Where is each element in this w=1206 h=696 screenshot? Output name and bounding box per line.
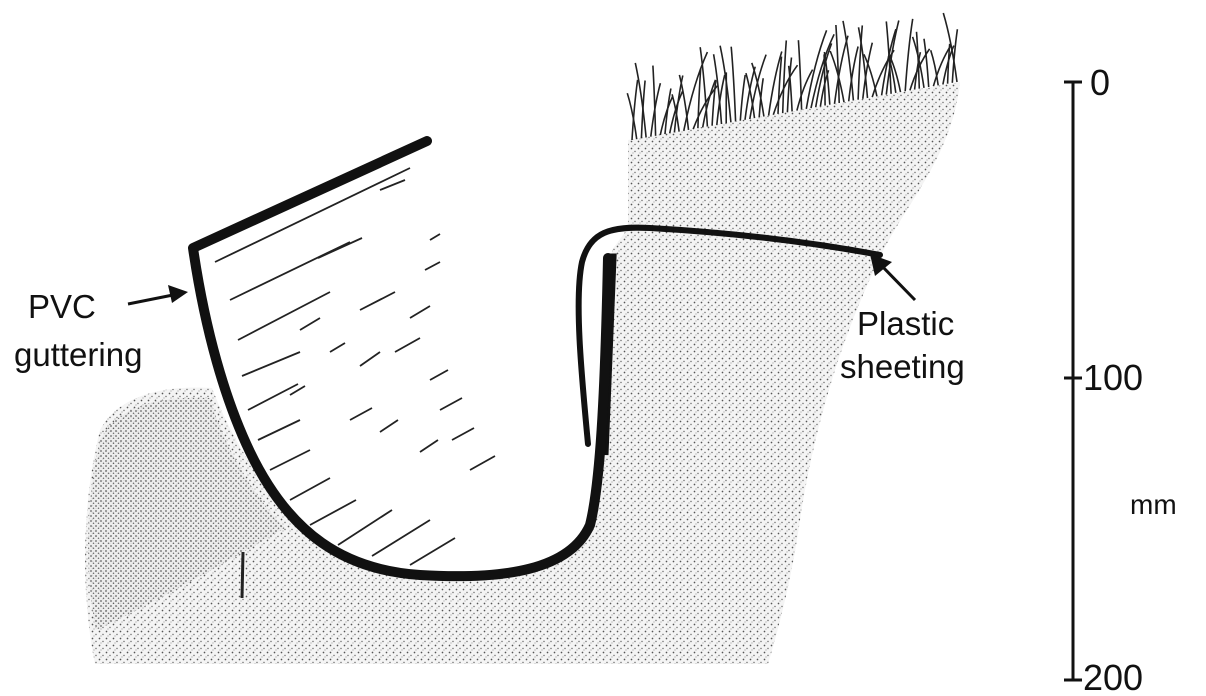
hatch-stroke: [360, 292, 395, 310]
hatch-stroke: [452, 428, 474, 440]
hatch-stroke: [410, 538, 455, 565]
hatch-stroke: [318, 238, 362, 258]
pvc-label-line1: PVC: [28, 288, 96, 325]
scale-bar: [1064, 82, 1082, 680]
grass-blade: [731, 47, 735, 122]
hatch-stroke: [420, 440, 438, 452]
grass-blade: [824, 54, 825, 105]
pvc-arrow: [128, 285, 188, 304]
plastic-arrow: [870, 254, 915, 300]
grass-blade: [635, 63, 646, 138]
hatch-stroke: [425, 262, 440, 270]
plastic-label-line1: Plastic: [857, 305, 954, 342]
grass-blade: [783, 40, 787, 113]
plastic-label-line2: sheeting: [840, 348, 965, 385]
pvc-label-line2: guttering: [14, 336, 142, 373]
hatch-stroke: [248, 384, 298, 410]
hatch-stroke: [215, 168, 410, 262]
grass-blade: [679, 75, 688, 130]
hatch-stroke: [410, 306, 430, 318]
hatch-stroke: [290, 478, 330, 500]
hatch-stroke: [270, 450, 310, 470]
hatch-stroke: [338, 510, 392, 545]
grass-blade: [843, 21, 853, 101]
hatch-stroke: [238, 292, 330, 340]
hatch-stroke: [430, 234, 440, 240]
hatch-stroke: [258, 420, 300, 440]
hatch-stroke: [310, 500, 356, 525]
hatch-stroke: [470, 456, 495, 470]
hatch-stroke: [440, 398, 462, 410]
hatch-stroke: [330, 343, 345, 352]
grass-blade: [905, 19, 913, 91]
hatch-stroke: [372, 520, 430, 556]
hatch-stroke: [395, 338, 420, 352]
scale-tick-0: 0: [1090, 62, 1110, 103]
scale-tick-200: 200: [1083, 657, 1143, 696]
scale-unit: mm: [1130, 489, 1177, 520]
hatch-stroke: [360, 352, 380, 366]
hatch-stroke: [242, 352, 300, 376]
grass-blade: [746, 73, 755, 118]
hatch-stroke: [300, 318, 320, 330]
hatch-stroke: [430, 370, 448, 380]
hatch-stroke: [380, 420, 398, 432]
grass-blade: [924, 39, 929, 87]
grass-blade: [653, 66, 656, 136]
grass-blade: [740, 75, 745, 121]
hatch-stroke: [350, 408, 372, 420]
scale-tick-100: 100: [1083, 357, 1143, 398]
soil-crack: [242, 552, 243, 598]
